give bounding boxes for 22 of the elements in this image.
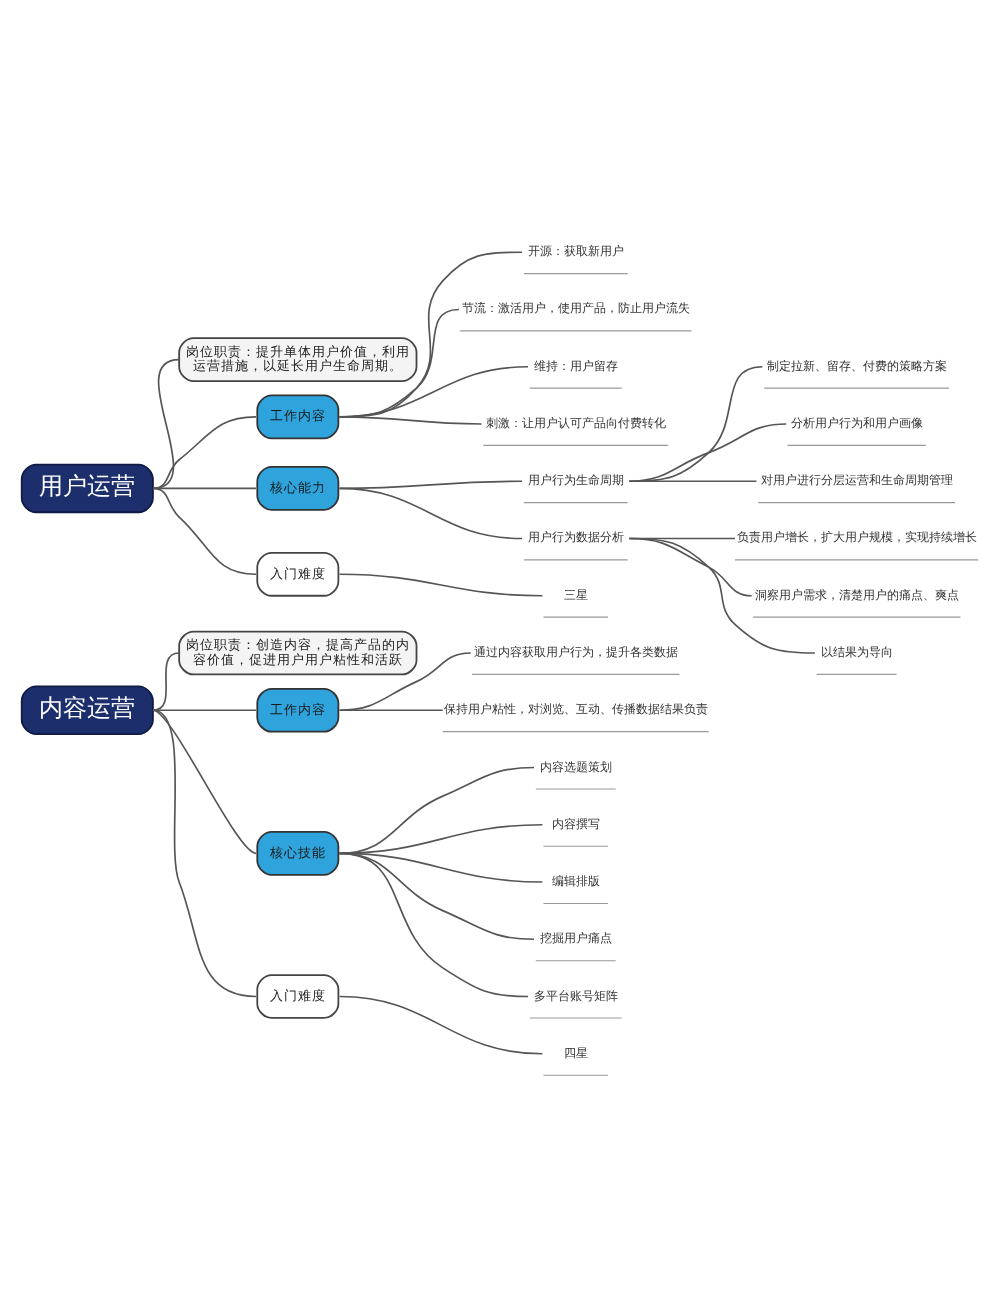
- connector: [338, 708, 444, 711]
- connector: [628, 364, 764, 482]
- connector: [152, 415, 257, 489]
- connector: [338, 822, 544, 854]
- connector: [628, 422, 788, 482]
- connector: [338, 994, 544, 1054]
- connector: [152, 486, 257, 575]
- connector: [152, 708, 257, 997]
- connector: [338, 851, 529, 997]
- node-box: 内容运营: [20, 684, 154, 734]
- connector: [152, 651, 180, 711]
- connector: [338, 415, 483, 424]
- connector: [152, 708, 257, 854]
- connector: [338, 765, 535, 854]
- connector: [338, 572, 544, 596]
- connector: [152, 357, 180, 489]
- connector: [152, 708, 257, 711]
- connector: [338, 486, 523, 539]
- connector: [338, 651, 472, 711]
- connector: [628, 479, 758, 482]
- connector: [628, 536, 816, 653]
- node-box: 用户运营: [20, 462, 154, 513]
